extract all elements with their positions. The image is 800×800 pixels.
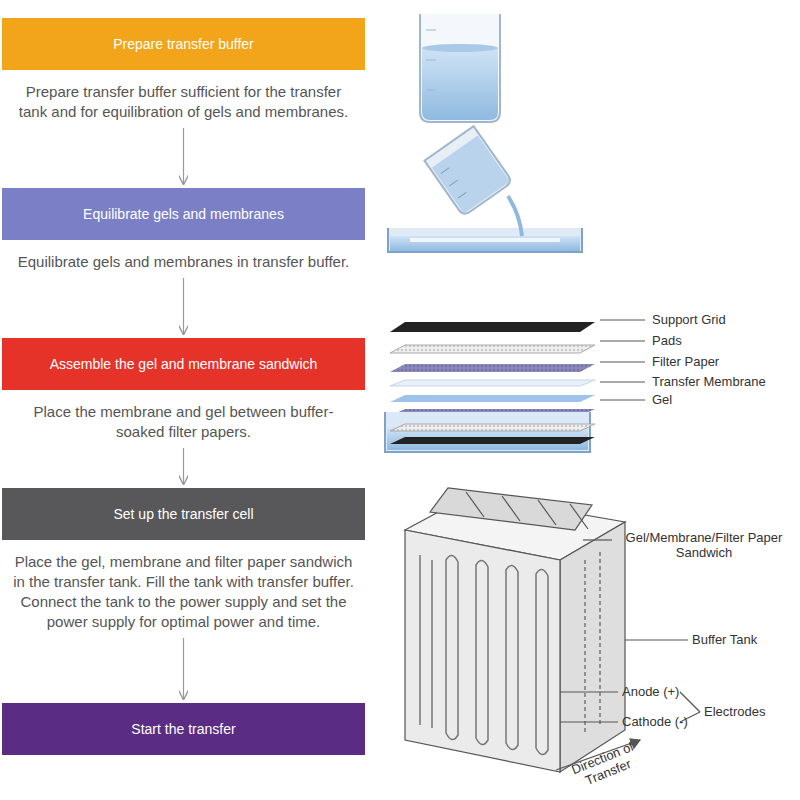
flow-arrow bbox=[183, 638, 184, 699]
part-label: Support Grid bbox=[652, 312, 726, 327]
step-heading: Set up the transfer cell bbox=[2, 488, 365, 540]
part-label: Transfer Membrane bbox=[652, 374, 766, 389]
step-description: Equilibrate gels and membranes in transf… bbox=[2, 252, 365, 272]
part-label: Buffer Tank bbox=[692, 632, 757, 647]
process-step: Prepare transfer bufferPrepare transfer … bbox=[2, 18, 365, 122]
part-label: Gel/Membrane/Filter Paper Sandwich bbox=[614, 530, 794, 560]
step-heading: Assemble the gel and membrane sandwich bbox=[2, 338, 365, 390]
flow-arrow bbox=[183, 448, 184, 484]
process-step: Start the transfer bbox=[2, 703, 365, 755]
process-step: Set up the transfer cellPlace the gel, m… bbox=[2, 488, 365, 632]
step-heading: Start the transfer bbox=[2, 703, 365, 755]
step-description: Place the gel, membrane and filter paper… bbox=[2, 552, 365, 632]
process-step: Equilibrate gels and membranesEquilibrat… bbox=[2, 188, 365, 272]
part-label: Cathode (-) bbox=[622, 714, 688, 729]
part-label: Pads bbox=[652, 333, 682, 348]
flow-arrow bbox=[183, 128, 184, 184]
flow-arrow bbox=[183, 278, 184, 334]
beaker bbox=[420, 14, 500, 122]
part-label: Filter Paper bbox=[652, 354, 719, 369]
part-label: Electrodes bbox=[704, 704, 765, 719]
step-description: Place the membrane and gel between buffe… bbox=[2, 402, 365, 442]
part-label: Anode (+) bbox=[622, 684, 679, 699]
part-label: Gel bbox=[652, 392, 672, 407]
sandwich-layers bbox=[385, 320, 645, 452]
step-heading: Equilibrate gels and membranes bbox=[2, 188, 365, 240]
equilibration-tray bbox=[388, 126, 582, 252]
process-step: Assemble the gel and membrane sandwichPl… bbox=[2, 338, 365, 442]
step-description: Prepare transfer buffer sufficient for t… bbox=[2, 82, 365, 122]
step-heading: Prepare transfer buffer bbox=[2, 18, 365, 70]
